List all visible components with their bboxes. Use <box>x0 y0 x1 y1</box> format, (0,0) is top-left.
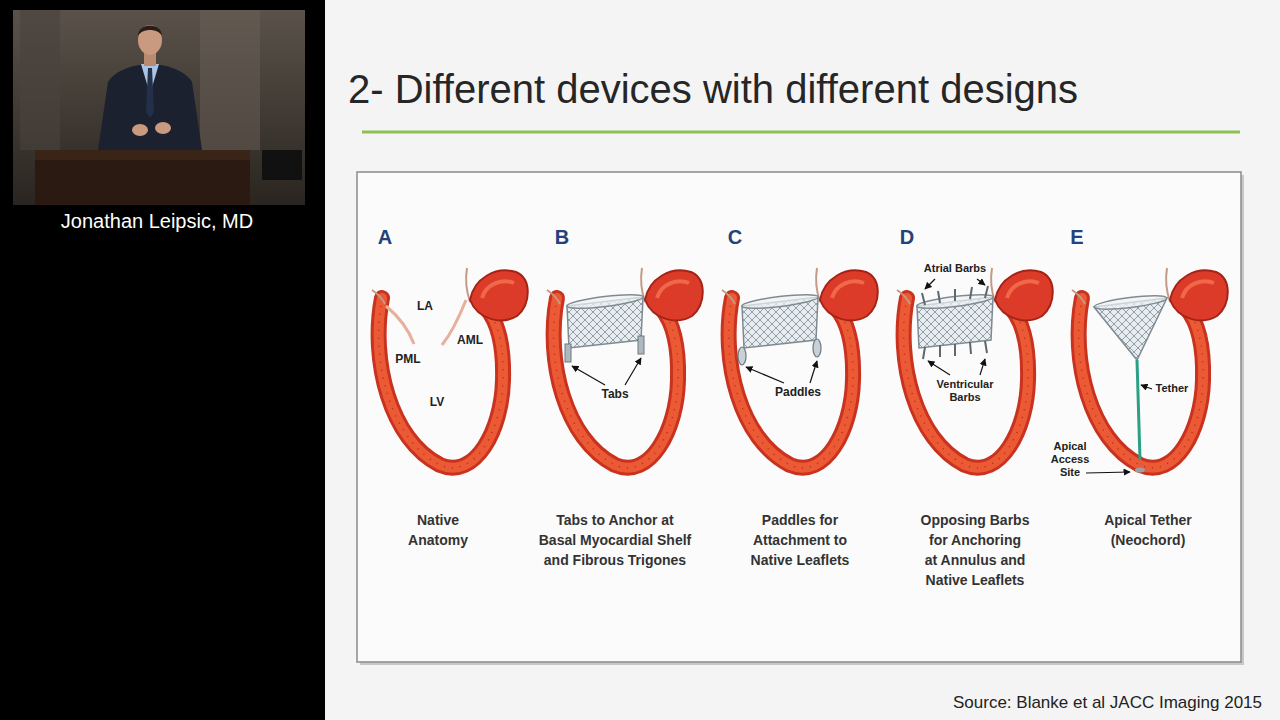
tabs-device-heart-part <box>547 268 703 468</box>
paddles-device-heart-part <box>810 361 817 383</box>
speaker-video-part <box>138 25 162 55</box>
part-label: Paddles <box>775 386 821 399</box>
tether-device-heart-part <box>1137 360 1140 460</box>
slide-title: 2- Different devices with different desi… <box>348 66 1078 112</box>
panel-letter: D <box>900 225 914 249</box>
speaker-video-part <box>13 10 305 205</box>
paddles-device-heart <box>722 268 878 468</box>
part-label: Ventricular Barbs <box>937 378 994 404</box>
barbs-device-heart-part <box>922 286 988 305</box>
part-label: Tabs <box>601 388 628 401</box>
speaker-video-part <box>20 10 60 150</box>
tabs-device-heart-part <box>625 358 641 385</box>
panel-letter: E <box>1070 225 1083 249</box>
paddles-device-heart-part <box>746 367 784 383</box>
speaker-video-part <box>138 26 162 37</box>
panel-caption: Paddles for Attachment to Native Leaflet… <box>751 510 850 570</box>
barbs-device-heart-part <box>977 279 985 285</box>
anatomy-label: LV <box>430 396 444 409</box>
tether-device-heart-part <box>1086 472 1130 473</box>
native-heart <box>372 268 528 468</box>
tether-device-heart-part <box>1072 268 1228 468</box>
part-label: Atrial Barbs <box>924 262 986 275</box>
panel-letter: C <box>728 225 742 249</box>
panel-letter: A <box>378 225 392 249</box>
speaker-video-part <box>146 68 154 118</box>
speaker-name: Jonathan Leipsic, MD <box>61 209 253 233</box>
barbs-device-heart-part <box>923 341 987 359</box>
title-rule <box>362 131 1240 134</box>
part-label: Tether <box>1156 382 1189 395</box>
paddles-device-heart-part <box>738 347 746 365</box>
tether-device-heart-part <box>1094 293 1168 312</box>
barbs-device-heart-part <box>897 268 1053 468</box>
speaker-video-part <box>155 122 171 134</box>
speaker-video-part <box>200 10 260 150</box>
barbs-device-heart-part <box>980 359 985 375</box>
tether-device-heart-part <box>1141 385 1152 389</box>
panel-caption: Tabs to Anchor at Basal Myocardial Shelf… <box>539 510 692 570</box>
speaker-video-part <box>132 124 148 136</box>
native-heart-part <box>386 306 414 344</box>
anatomy-label: AML <box>457 334 483 347</box>
figure-frame <box>357 172 1241 662</box>
speaker-video-part <box>35 150 250 160</box>
paddles-device-heart-part <box>813 339 821 357</box>
anatomy-label: PML <box>395 353 420 366</box>
tabs-device-heart-part <box>566 292 644 348</box>
tabs-device-heart-part <box>638 336 644 354</box>
tabs-device-heart <box>547 268 703 468</box>
anatomy-label: LA <box>417 300 433 313</box>
speaker-video-part <box>35 160 250 205</box>
barbs-device-heart <box>897 268 1053 468</box>
part-label: Apical Access Site <box>1051 440 1090 479</box>
panel-caption: Native Anatomy <box>408 510 468 550</box>
barbs-device-heart-part <box>928 361 950 375</box>
barbs-device-heart-part <box>925 279 935 289</box>
panel-caption: Opposing Barbs for Anchoring at Annulus … <box>921 510 1030 590</box>
panel-letter: B <box>555 225 569 249</box>
speaker-video-part <box>262 150 302 180</box>
tether-device-heart <box>1072 268 1228 473</box>
tabs-device-heart-part <box>565 344 571 362</box>
speaker-video-part <box>98 64 202 150</box>
tether-device-heart-part <box>1135 468 1145 473</box>
speaker-video <box>13 10 305 205</box>
paddles-device-heart-part <box>741 292 819 348</box>
native-heart-part <box>372 268 528 468</box>
tabs-device-heart-part <box>572 366 605 385</box>
paddles-device-heart-part <box>722 268 878 468</box>
source-citation: Source: Blanke et al JACC Imaging 2015 <box>953 693 1262 713</box>
panel-caption: Apical Tether (Neochord) <box>1104 510 1192 550</box>
